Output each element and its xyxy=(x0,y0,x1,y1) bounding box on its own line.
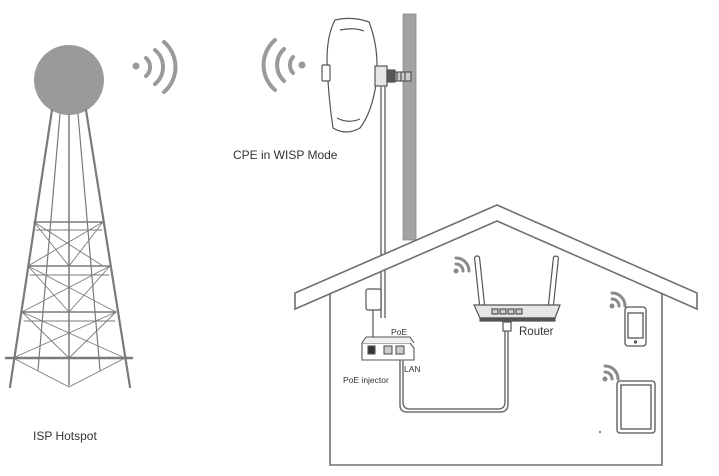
dot xyxy=(599,431,601,433)
wifi-signal-icon xyxy=(261,38,306,92)
cpe-device-icon xyxy=(321,17,412,133)
smartphone-icon xyxy=(624,306,647,347)
cell-tower-icon xyxy=(4,45,134,389)
pole-icon xyxy=(402,13,417,241)
wifi-signal-icon xyxy=(609,291,627,309)
isp-hotspot-label: ISP Hotspot xyxy=(33,429,97,443)
router-icon xyxy=(473,255,561,332)
power-adapter-icon xyxy=(365,288,382,340)
cpe-label: CPE in WISP Mode xyxy=(233,148,338,162)
poe-label: PoE xyxy=(391,327,408,337)
tablet-icon xyxy=(616,380,656,434)
wifi-signal-icon xyxy=(453,256,471,274)
lan-cable xyxy=(399,330,509,413)
wifi-signal-icon xyxy=(132,40,178,94)
house-icon xyxy=(294,204,698,466)
wifi-signal-icon xyxy=(602,364,620,382)
router-label: Router xyxy=(519,326,554,338)
poe-injector-label: PoE injector xyxy=(343,375,389,385)
cpe-cable xyxy=(380,86,386,318)
poe-injector-icon xyxy=(361,336,415,361)
lan-label: LAN xyxy=(404,364,421,374)
